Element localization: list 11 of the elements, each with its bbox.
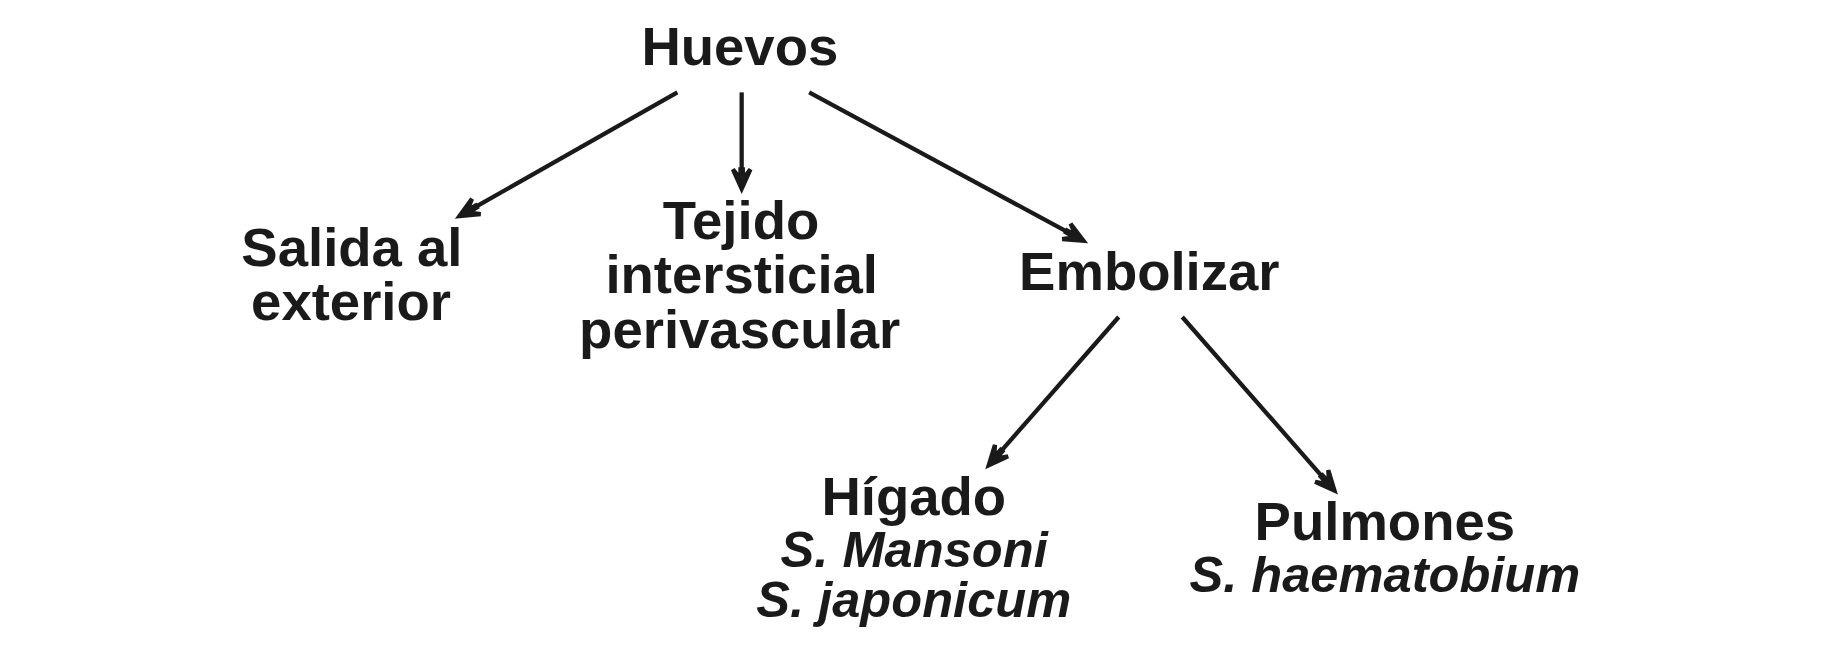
arrow: [808, 90, 1086, 243]
arrow: [986, 315, 1121, 468]
node-text: Huevos: [641, 16, 839, 78]
arrow: [730, 92, 753, 191]
node-text: Hígado S. Mansoni S. japonicum: [756, 466, 1072, 629]
node-text: Embolizar: [1019, 241, 1280, 303]
node-text: Tejido intersticial perivascular: [579, 189, 901, 360]
arrow: [1180, 315, 1337, 493]
arrow: [457, 90, 679, 219]
node-text: Pulmones S. haematobium: [1189, 491, 1581, 603]
node-text: Salida al exterior: [241, 216, 463, 333]
